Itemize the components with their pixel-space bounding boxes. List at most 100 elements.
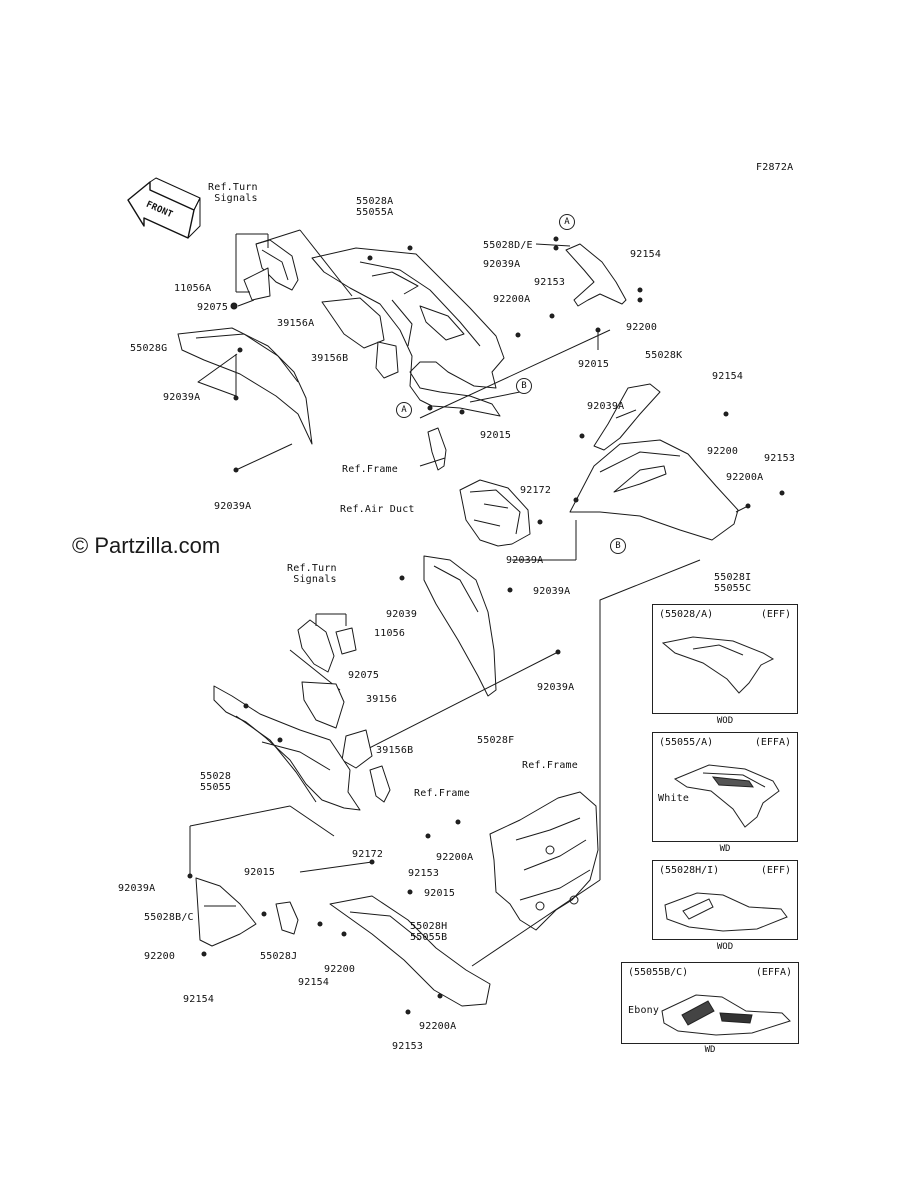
label-ref-frame-2: Ref.Frame <box>522 760 578 771</box>
label-92200A-c: 92200A <box>436 852 474 863</box>
figure-code: F2872A <box>756 162 794 173</box>
label-92039A-h: 92039A <box>118 883 156 894</box>
label-ref-air-duct: Ref.Air Duct <box>340 504 415 515</box>
variant-cowl-icon <box>661 636 775 694</box>
lower-duct-39156B <box>341 729 373 769</box>
variant-part: (55028/A) <box>659 609 714 620</box>
upper-cowl-55028A <box>311 245 505 417</box>
side-panel-55028D-E <box>515 236 643 350</box>
frame-bracket-lower <box>369 765 391 803</box>
label-92154-d: 92154 <box>298 977 330 988</box>
label-92039A-e: 92039A <box>506 555 544 566</box>
label-92015-d: 92015 <box>424 888 456 899</box>
variant-cowl-icon <box>661 994 791 1036</box>
label-39156B-b: 39156B <box>376 745 414 756</box>
frame-part <box>489 791 599 931</box>
variant-footer: WOD <box>716 716 734 726</box>
callout-a-top: A <box>559 214 575 230</box>
label-55028K: 55028K <box>645 350 683 361</box>
label-92153-b: 92153 <box>764 453 796 464</box>
label-92039A-d: 92039A <box>214 501 252 512</box>
label-ref-turn-signals-2: Ref.Turn Signals <box>287 563 337 585</box>
label-11056A: 11056A <box>174 283 212 294</box>
label-92200A-d: 92200A <box>419 1021 457 1032</box>
label-92200-b: 92200 <box>707 446 739 457</box>
upper-inner-ducts <box>321 297 399 379</box>
inner-panel-55028G <box>177 327 313 473</box>
label-92075-b: 92075 <box>348 670 380 681</box>
label-92200-a: 92200 <box>626 322 658 333</box>
side-panel-55028K <box>579 383 729 451</box>
label-55028H-55055B: 55028H 55055B <box>410 921 448 943</box>
variant-part: (55028H/I) <box>659 865 720 876</box>
callout-b-right: B <box>610 538 626 554</box>
label-92172-a: 92172 <box>520 485 552 496</box>
lower-bracket-55028J <box>275 859 413 937</box>
label-92015-b: 92015 <box>480 430 512 441</box>
variant-footer: WOD <box>716 942 734 952</box>
label-92039A-g: 92039A <box>537 682 575 693</box>
lower-turn-signal-bracket <box>289 613 357 691</box>
variant-color-label: Ebony <box>628 1005 660 1016</box>
label-92172-b: 92172 <box>352 849 384 860</box>
label-55028D-E: 55028D/E <box>483 240 533 251</box>
variant-code: (EFF) <box>760 609 791 620</box>
label-ref-turn-signals-1: Ref.Turn Signals <box>208 182 258 204</box>
label-55028F: 55028F <box>477 735 515 746</box>
label-92154-b: 92154 <box>712 371 744 382</box>
label-92015-c: 92015 <box>244 867 276 878</box>
label-92039A-b: 92039A <box>163 392 201 403</box>
variant-box-1: (55028/A) (EFF) WOD <box>652 604 798 726</box>
label-92039A-f: 92039A <box>533 586 571 597</box>
label-55028G: 55028G <box>130 343 168 354</box>
front-arrow-icon <box>127 177 201 239</box>
lower-cowl-55028 <box>189 685 361 837</box>
callout-b-mid: B <box>516 378 532 394</box>
label-92154-a: 92154 <box>630 249 662 260</box>
right-cowl-55028I <box>569 439 785 541</box>
variant-footer: WD <box>704 1045 716 1055</box>
label-92039A-a: 92039A <box>483 259 521 270</box>
label-92200-d: 92200 <box>324 964 356 975</box>
variant-code: (EFFA) <box>754 737 791 748</box>
label-ref-frame-1: Ref.Frame <box>342 464 398 475</box>
lower-duct-39156 <box>301 681 345 729</box>
lower-panel-55028B-C <box>187 826 267 957</box>
label-55028A-55055A: 55028A 55055A <box>356 196 394 218</box>
label-11056: 11056 <box>374 628 406 639</box>
center-panel-55028F <box>333 555 561 767</box>
variant-cowl-icon <box>664 892 788 932</box>
label-55028B-C: 55028B/C <box>144 912 194 923</box>
label-92153-c: 92153 <box>408 868 440 879</box>
air-duct-part <box>459 479 543 547</box>
lower-cowl-55028H <box>329 819 491 1015</box>
label-ref-frame-3: Ref.Frame <box>414 788 470 799</box>
label-92200A-a: 92200A <box>493 294 531 305</box>
upper-turn-signal-bracket <box>230 233 299 310</box>
variant-cowl-icon <box>673 764 780 828</box>
label-55028J: 55028J <box>260 951 298 962</box>
callout-a-mid: A <box>396 402 412 418</box>
variant-box-2: (55055/A)(EFFA) White WD <box>652 732 798 854</box>
label-55028I-55055C: 55028I 55055C <box>714 572 752 594</box>
watermark-text: © Partzilla.com <box>72 533 221 558</box>
variant-color-label: White <box>658 793 690 804</box>
label-92039-a: 92039 <box>386 609 418 620</box>
frame-bracket-upper <box>427 427 447 471</box>
label-92075-a: 92075 <box>197 302 229 313</box>
variant-box-3: (55028H/I) (EFF) WOD <box>652 860 798 952</box>
label-39156B-a: 39156B <box>311 353 349 364</box>
variant-code: (EFFA) <box>755 967 792 978</box>
variant-part: (55055B/C) <box>628 967 689 978</box>
label-92153-a: 92153 <box>534 277 566 288</box>
label-55028-55055: 55028 55055 <box>200 771 232 793</box>
label-92200A-b: 92200A <box>726 472 764 483</box>
label-92200-c: 92200 <box>144 951 176 962</box>
label-39156: 39156 <box>366 694 398 705</box>
variant-footer: WD <box>719 844 731 854</box>
label-92154-c: 92154 <box>183 994 215 1005</box>
label-92039A-c: 92039A <box>587 401 625 412</box>
variant-box-4: (55055B/C) (EFFA) Ebony WD <box>621 962 799 1055</box>
variant-code: (EFF) <box>760 865 791 876</box>
